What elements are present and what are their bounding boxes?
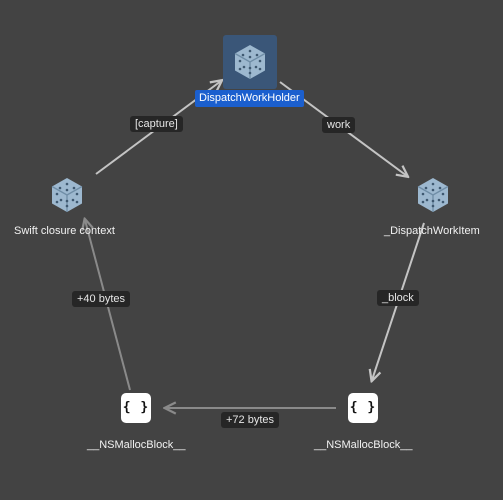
curly-braces-icon: { } (348, 393, 378, 423)
edge-label-offset-72: +72 bytes (221, 412, 280, 428)
struct-cube-icon (47, 175, 87, 215)
node-label: _DispatchWorkItem (384, 225, 480, 237)
node-label: DispatchWorkHolder (195, 90, 304, 107)
edge-label-block: _block (377, 290, 419, 306)
struct-cube-icon (230, 42, 270, 82)
edge-label-offset-40: +40 bytes (72, 291, 131, 307)
node-label: __NSMallocBlock__ (314, 439, 413, 451)
edge-label-work: work (322, 117, 356, 133)
edge-label-capture: [capture] (130, 116, 183, 132)
node-label: Swift closure context (14, 225, 115, 237)
struct-cube-icon (413, 175, 453, 215)
node-label: __NSMallocBlock__ (87, 439, 186, 451)
curly-braces-icon: { } (121, 393, 151, 423)
